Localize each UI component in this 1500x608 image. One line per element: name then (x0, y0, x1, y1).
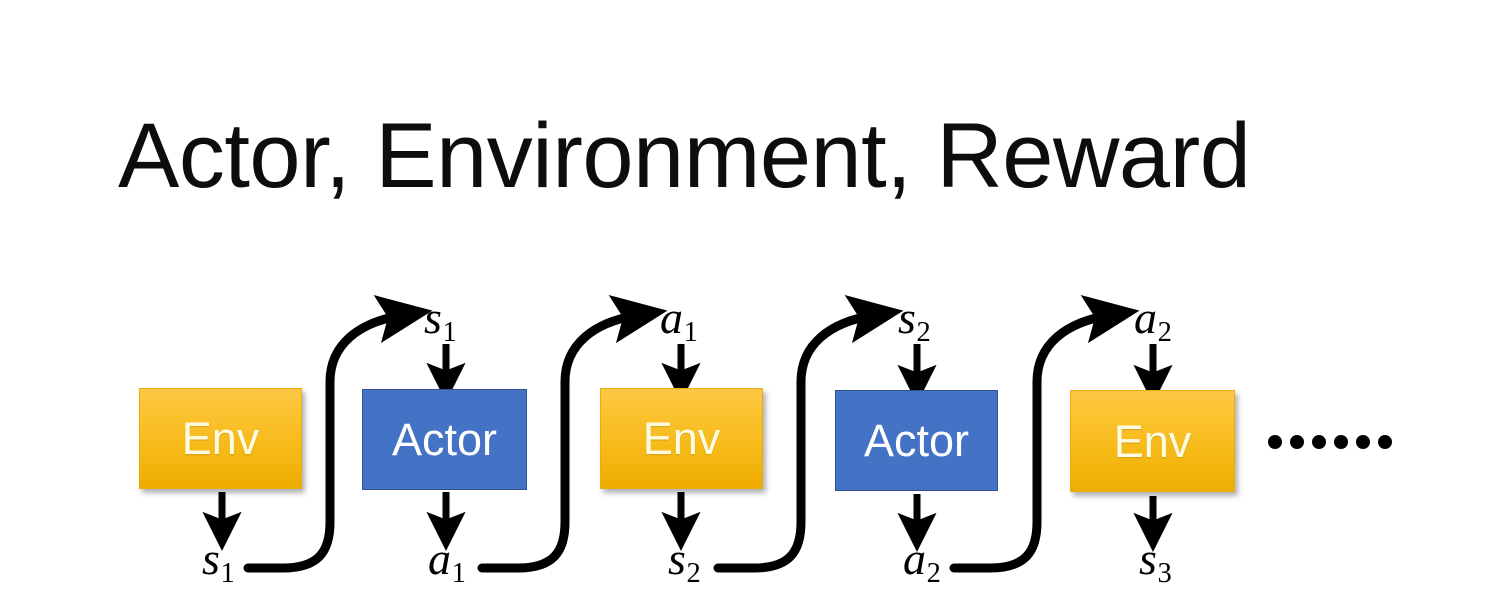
label-bottom-s3: s3 (1139, 533, 1172, 588)
ellipsis-dot (1378, 435, 1392, 449)
label-top-s2: s2 (898, 292, 931, 347)
node-env-1[interactable]: Env (139, 388, 302, 489)
node-actor-2[interactable]: Actor (835, 390, 998, 491)
label-base: a (1134, 292, 1157, 343)
label-bottom-a2: a2 (903, 533, 941, 588)
node-label: Actor (391, 414, 498, 465)
node-actor-1[interactable]: Actor (362, 389, 527, 490)
label-base: a (903, 533, 926, 584)
node-label: Env (1113, 415, 1192, 467)
ellipsis-dot (1334, 435, 1348, 449)
label-base: s (424, 292, 442, 343)
label-base: a (660, 292, 683, 343)
label-base: s (1139, 533, 1157, 584)
label-bottom-s1: s1 (202, 533, 235, 588)
label-base: s (202, 533, 220, 584)
label-top-s1: s1 (424, 292, 457, 347)
label-subscript: 2 (686, 557, 701, 589)
continuation-ellipsis-icon (1268, 435, 1392, 449)
label-subscript: 1 (683, 316, 698, 348)
label-top-a2: a2 (1134, 292, 1172, 347)
label-bottom-s2: s2 (668, 533, 701, 588)
label-base: a (428, 533, 451, 584)
label-subscript: 1 (451, 557, 466, 589)
label-subscript: 3 (1157, 557, 1172, 589)
ellipsis-dot (1312, 435, 1326, 449)
label-top-a1: a1 (660, 292, 698, 347)
ellipsis-dot (1356, 435, 1370, 449)
label-base: s (668, 533, 686, 584)
label-subscript: 2 (916, 316, 931, 348)
label-base: s (898, 292, 916, 343)
node-label: Env (642, 413, 721, 464)
node-env-2[interactable]: Env (600, 388, 763, 489)
node-label: Actor (863, 415, 970, 466)
label-bottom-a1: a1 (428, 533, 466, 588)
label-subscript: 2 (1157, 316, 1172, 348)
ellipsis-dot (1290, 435, 1304, 449)
node-label: Env (181, 413, 260, 464)
label-subscript: 1 (220, 557, 235, 589)
page-title: Actor, Environment, Reward (118, 105, 1251, 207)
label-subscript: 1 (442, 316, 457, 348)
label-subscript: 2 (926, 557, 941, 589)
ellipsis-dot (1268, 435, 1282, 449)
node-env-3[interactable]: Env (1070, 390, 1235, 492)
